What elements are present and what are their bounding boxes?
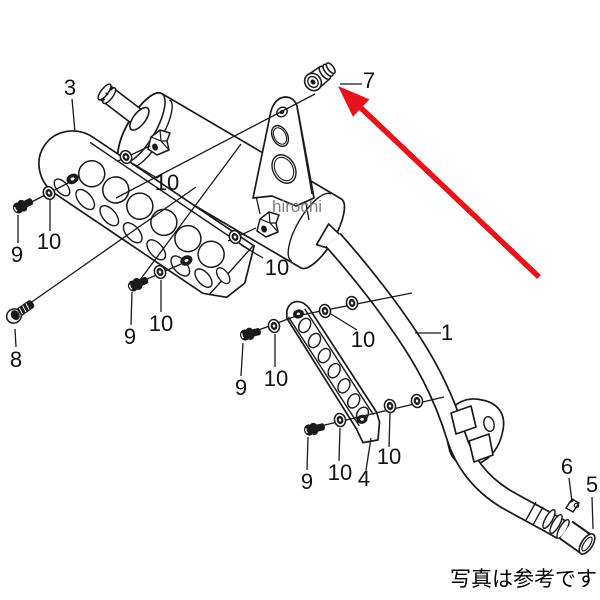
muffler-inlet-pipe — [97, 83, 150, 131]
callout-10: 10 — [155, 170, 179, 195]
callout-1: 1 — [441, 320, 453, 345]
exhaust-pipe — [325, 233, 596, 555]
bolt-7 — [303, 62, 336, 92]
callout-9: 9 — [124, 324, 136, 349]
callout-10: 10 — [351, 327, 375, 352]
bolt-9 — [125, 273, 152, 295]
flange-tab — [468, 433, 494, 463]
heat-shield-lower — [285, 300, 381, 444]
leader-lines — [14, 83, 594, 530]
callout-10: 10 — [264, 366, 288, 391]
bolt-9 — [10, 194, 36, 217]
callout-labels: 3 7 10 10 9 10 8 9 10 9 10 10 9 10 4 10 … — [10, 68, 598, 497]
footer-note: 写真は参考です — [450, 568, 597, 591]
callout-9: 9 — [235, 375, 247, 400]
washer-10 — [317, 302, 333, 320]
fasteners — [5, 62, 425, 438]
pipe-clamp — [565, 498, 580, 513]
callout-10: 10 — [377, 444, 401, 469]
callout-10: 10 — [265, 255, 289, 280]
washer-10 — [266, 317, 282, 335]
bolt-9 — [237, 324, 263, 343]
bolt-8 — [5, 300, 35, 324]
washer-10 — [332, 411, 348, 429]
callout-4: 4 — [358, 466, 370, 491]
hanger-bracket — [252, 96, 315, 221]
callout-9: 9 — [301, 469, 313, 494]
callout-7: 7 — [363, 68, 375, 93]
red-arrow — [338, 86, 541, 279]
callout-9: 9 — [11, 242, 23, 267]
nut-10 — [344, 294, 360, 312]
pipe-tail-joint — [559, 520, 596, 555]
callout-10: 10 — [149, 311, 173, 336]
nut-10 — [409, 392, 425, 410]
flange-hole — [483, 415, 495, 433]
bolt-9 — [302, 419, 327, 438]
heat-shield-upper — [38, 130, 256, 299]
callout-8: 8 — [10, 347, 22, 372]
flange-tab — [450, 405, 477, 435]
callout-5: 5 — [586, 472, 598, 497]
watermark-text: hirochi — [272, 197, 322, 216]
callout-10: 10 — [328, 460, 352, 485]
callout-3: 3 — [64, 75, 76, 100]
callout-10: 10 — [37, 229, 61, 254]
callout-6: 6 — [561, 454, 573, 479]
pipe-joint-rings — [525, 501, 544, 526]
